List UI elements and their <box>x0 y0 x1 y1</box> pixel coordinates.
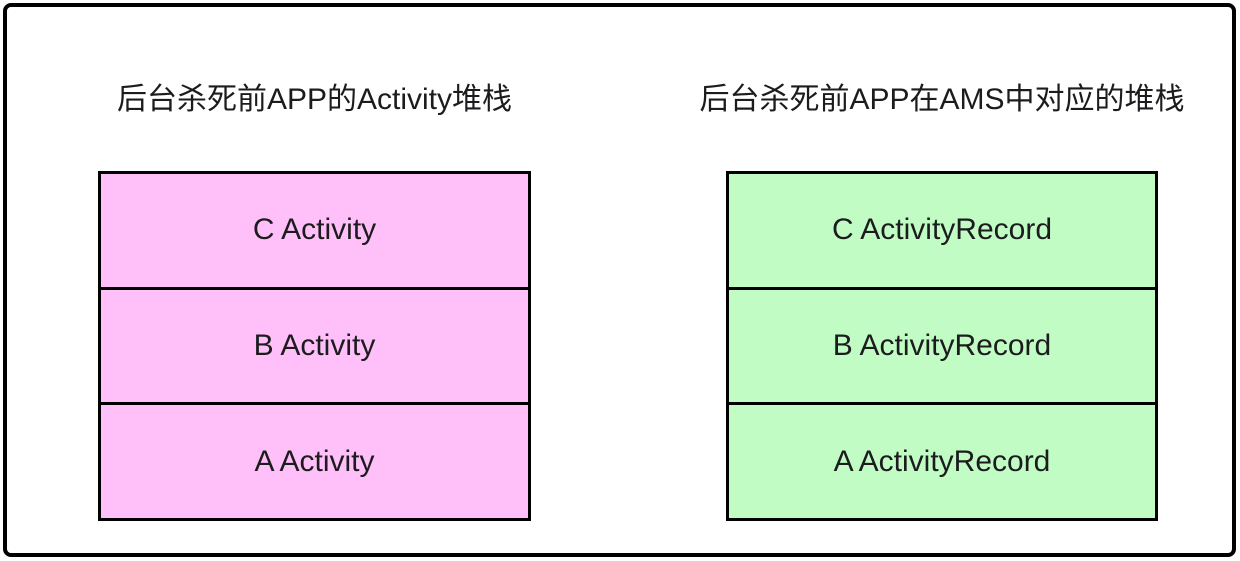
right-stack-title: 后台杀死前APP在AMS中对应的堆栈 <box>699 73 1184 119</box>
stack-cell-b-activity-record: B ActivityRecord <box>729 286 1155 403</box>
stack-cell-c-activity-record: C ActivityRecord <box>831 213 1053 247</box>
left-stack-title-text: 后台杀死前APP的Activity堆栈 <box>116 83 513 116</box>
stack-cell-a-activity-record: A ActivityRecord <box>729 402 1155 518</box>
stack-cell-a-activity: A Activity <box>101 402 528 518</box>
right-stack-title-text: 后台杀死前APP在AMS中对应的堆栈 <box>699 83 1185 116</box>
left-stack-title: 后台杀死前APP的Activity堆栈 <box>98 73 531 119</box>
activity-record-stack: C ActivityRecord B ActivityRecord A Acti… <box>726 171 1158 521</box>
stack-cell-c-activity: C Activity <box>252 213 377 247</box>
activity-stack: C Activity B Activity A Activity <box>98 171 531 521</box>
diagram-frame: 后台杀死前APP的Activity堆栈 后台杀死前APP在AMS中对应的堆栈 C… <box>3 3 1236 557</box>
stack-cell-b-activity: B Activity <box>101 286 528 403</box>
